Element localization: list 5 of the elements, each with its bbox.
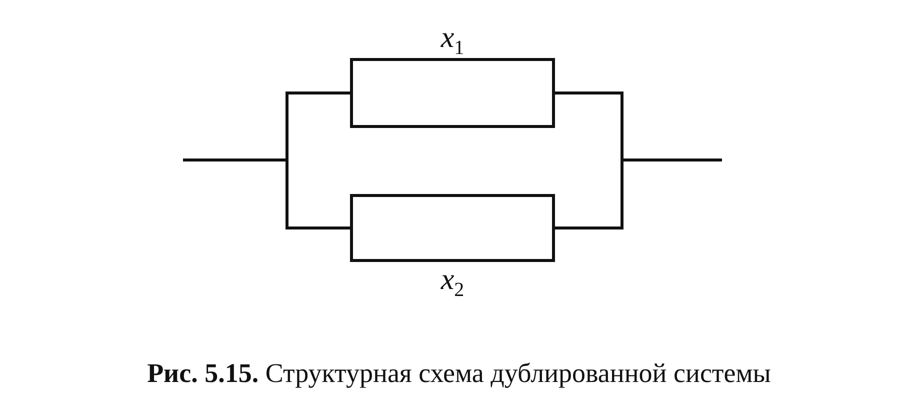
block-label: x$_{1}$ [440, 20, 464, 58]
figure-caption: Рис. 5.15. Структурная схема дублированной системы [146, 358, 772, 389]
connector-line [555, 158, 722, 230]
block-label: x$_{2}$ [440, 262, 464, 300]
connector-line [183, 158, 350, 230]
